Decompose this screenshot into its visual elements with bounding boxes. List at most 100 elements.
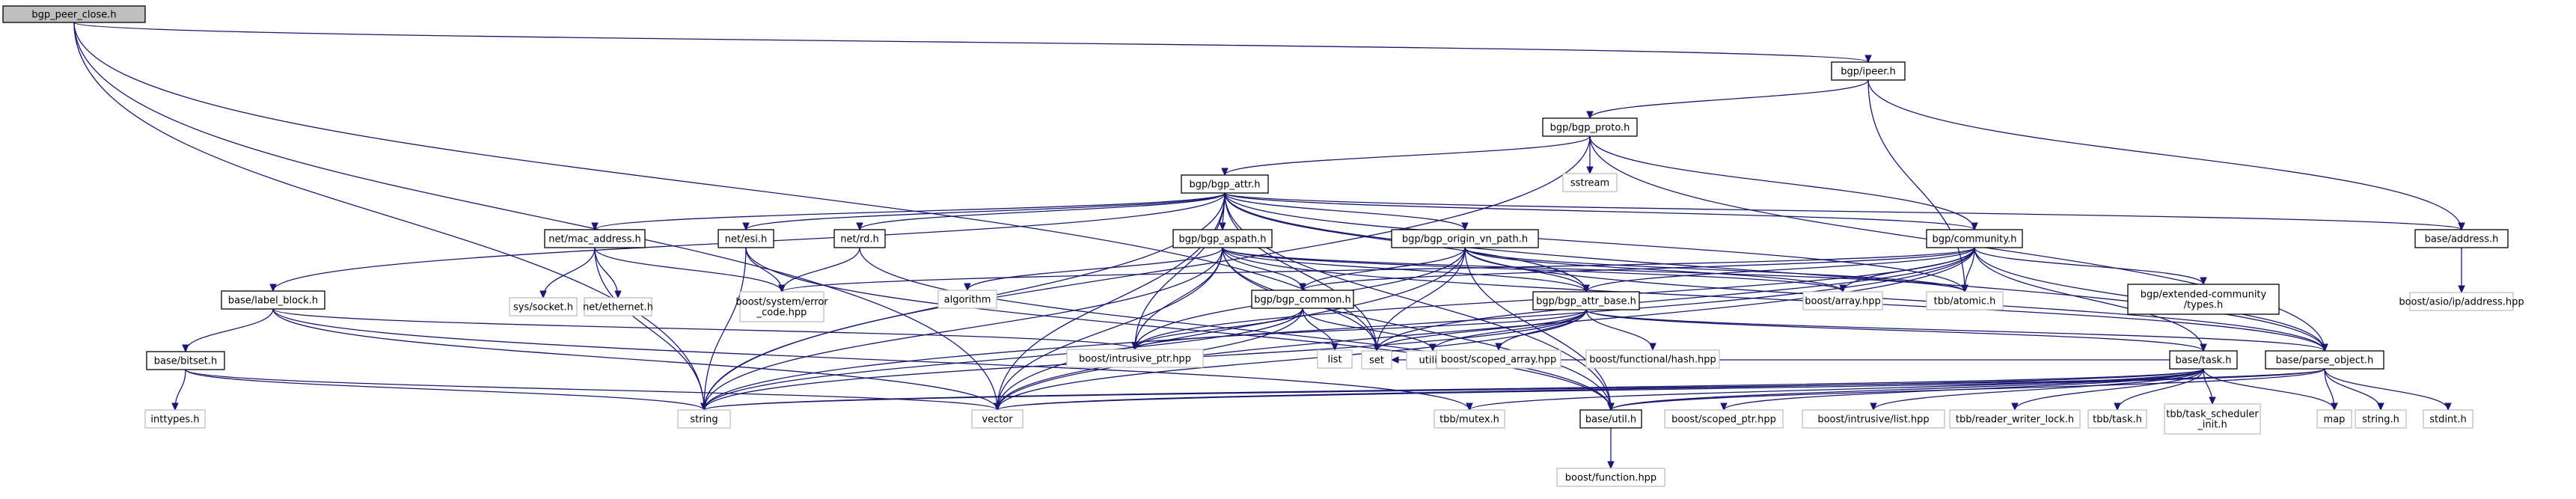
node-ext_comm[interactable]: bgp/extended-community/types.h: [2127, 284, 2280, 315]
node-box-base_address[interactable]: [2414, 229, 2509, 248]
node-box-base_util[interactable]: [1579, 409, 1642, 429]
node-label-ipeer: bgp/ipeer.h: [1841, 67, 1896, 78]
node-label-boost_function: boost/function.hpp: [1565, 473, 1656, 484]
node-bgp_proto[interactable]: bgp/bgp_proto.h: [1542, 117, 1638, 137]
edge-bgp_attr-to-set: [1224, 192, 1377, 352]
node-label-base_bitset: base/bitset.h: [154, 356, 218, 367]
node-base_bitset[interactable]: base/bitset.h: [146, 351, 225, 370]
arrowhead-bgp_attr-to-net_rd: [856, 222, 863, 231]
node-box-ipeer[interactable]: [1831, 61, 1906, 81]
node-boost_intrusive_list: boost/intrusive/list.hpp: [1802, 409, 1945, 429]
arrowhead-bgp_community-to-boost_syserr: [778, 284, 786, 293]
edge-bgp_attr-to-bgp_community: [1224, 192, 1975, 230]
node-box-sys_socket: [509, 297, 578, 316]
node-box-base_parse_object[interactable]: [2265, 350, 2384, 370]
node-label_block[interactable]: base/label_block.h: [221, 290, 325, 310]
edge-bgp_community-to-bgp_common: [1302, 247, 1975, 291]
node-box-bgp_origin[interactable]: [1391, 229, 1539, 248]
edge-bgp_attr-to-net_rd: [859, 192, 1226, 230]
node-label-algorithm: algorithm: [944, 295, 991, 306]
arrowhead-bgp_attr-to-bgp_aspath: [1219, 222, 1226, 231]
edge-net_esi-to-string: [703, 247, 747, 411]
node-base_address[interactable]: base/address.h: [2414, 229, 2509, 248]
arrowhead-bgp_attr-to-net_mac: [591, 222, 599, 231]
node-box-bgp_aspath[interactable]: [1172, 229, 1273, 248]
node-box-map: [2316, 409, 2352, 429]
edge-bgp_community-to-set: [1376, 247, 1975, 352]
edge-bgp_community-to-string: [703, 247, 1975, 411]
node-label-set: set: [1369, 355, 1384, 367]
node-box-algorithm: [937, 290, 997, 309]
node-box-ext_comm[interactable]: [2127, 284, 2280, 315]
node-box-bgp_attr[interactable]: [1181, 174, 1269, 194]
node-base_util[interactable]: base/util.h: [1579, 409, 1642, 429]
arrowhead-bgp_attr_base-to-boost_intrusive_ptr: [1131, 342, 1139, 351]
arrowhead-base_parse_object-to-string_h: [2377, 402, 2384, 411]
node-bgp_community[interactable]: bgp/community.h: [1926, 229, 2023, 248]
node-label-bgp_aspath: bgp/bgp_aspath.h: [1178, 234, 1266, 245]
node-label-root: bgp_peer_close.h: [31, 10, 116, 21]
edge-bgp_attr_base-to-set: [1376, 309, 1587, 352]
edge-bgp_attr_base-to-utility: [1432, 309, 1587, 352]
edge-bgp_origin-to-tbb_atomic: [1464, 247, 1965, 293]
node-box-tbb_sched: [2164, 403, 2261, 435]
arrowhead-ipeer-to-bgp_proto: [1586, 111, 1594, 120]
edge-net_mac-to-net_ethernet: [594, 247, 619, 299]
node-box-root[interactable]: [2, 5, 146, 23]
node-set: set: [1361, 350, 1392, 370]
node-box-net_esi[interactable]: [718, 229, 774, 248]
node-root[interactable]: bgp_peer_close.h: [2, 5, 146, 23]
node-net_mac[interactable]: net/mac_address.h: [544, 229, 646, 248]
node-net_rd[interactable]: net/rd.h: [833, 229, 886, 248]
node-base_parse_object[interactable]: base/parse_object.h: [2265, 350, 2384, 370]
node-bgp_attr[interactable]: bgp/bgp_attr.h: [1181, 174, 1269, 194]
edge-net_mac-to-boost_syserr: [594, 247, 783, 293]
node-bgp_common[interactable]: bgp/bgp_common.h: [1251, 290, 1354, 309]
node-box-bgp_attr_base[interactable]: [1532, 291, 1640, 310]
node-label-tbb_task: tbb/task.h: [2093, 414, 2142, 426]
node-box-net_ethernet: [584, 297, 652, 316]
node-bgp_aspath[interactable]: bgp/bgp_aspath.h: [1172, 229, 1273, 248]
node-bgp_origin[interactable]: bgp/bgp_origin_vn_path.h: [1391, 229, 1539, 248]
edge-bgp_attr_base-to-vector: [997, 309, 1587, 411]
node-box-net_mac[interactable]: [544, 229, 646, 248]
edge-bgp_aspath-to-tbb_atomic: [1222, 247, 1965, 293]
arrowhead-base_task-to-tbb_mutex: [1466, 402, 1473, 411]
node-sys_socket: sys/socket.h: [509, 297, 578, 316]
node-ipeer[interactable]: bgp/ipeer.h: [1831, 61, 1906, 81]
node-box-boost_function: [1556, 468, 1665, 487]
node-label-bgp_attr_base: bgp/bgp_attr_base.h: [1536, 296, 1636, 307]
edge-bgp_community-to-ext_comm: [1974, 247, 2204, 285]
edge-base_task-to-map: [2203, 368, 2335, 411]
node-bgp_attr_base[interactable]: bgp/bgp_attr_base.h: [1532, 291, 1640, 310]
node-net_ethernet: net/ethernet.h: [583, 297, 653, 316]
node-box-label_block[interactable]: [221, 290, 325, 310]
edge-base_task-to-tbb_task: [2117, 368, 2204, 411]
node-box-sstream: [1562, 173, 1618, 192]
node-label-base_parse_object: base/parse_object.h: [2276, 355, 2374, 367]
arrowhead-bgp_attr-to-net_esi: [742, 222, 750, 231]
edge-bgp_attr_base-to-base_parse_object: [1585, 309, 2325, 352]
node-box-tbb_atomic: [1926, 291, 2004, 310]
edge-bgp_aspath-to-bgp_attr_base: [1222, 247, 1587, 293]
edge-base_bitset-to-string: [185, 369, 705, 411]
node-box-bgp_common[interactable]: [1251, 290, 1354, 309]
edge-bgp_community-to-base_task: [1974, 247, 2204, 352]
edge-base_bitset-to-vector: [185, 369, 998, 411]
node-box-base_bitset[interactable]: [146, 351, 225, 370]
node-box-bgp_proto[interactable]: [1542, 117, 1638, 137]
arrowhead-base_task-to-tbb_task: [2114, 402, 2121, 411]
node-label-tbb_sched: _init.h: [2197, 420, 2227, 431]
arrowhead-bgp_community-to-bgp_common: [1299, 283, 1306, 292]
node-box-net_rd[interactable]: [833, 229, 886, 248]
node-net_esi[interactable]: net/esi.h: [718, 229, 774, 248]
edge-bgp_aspath-to-base_util: [1222, 247, 1612, 411]
edge-bgp_attr-to-boost_intrusive_ptr: [1134, 192, 1226, 350]
node-box-bgp_community[interactable]: [1926, 229, 2023, 248]
arrowhead-base_parse_object-to-string: [700, 402, 708, 411]
node-box-base_task[interactable]: [2169, 350, 2238, 370]
node-string: string: [677, 409, 731, 429]
edge-root-to-ipeer: [73, 22, 1869, 63]
node-boost_scoped_array: boost/scoped_array.hpp: [1436, 349, 1561, 369]
node-base_task[interactable]: base/task.h: [2169, 350, 2238, 370]
